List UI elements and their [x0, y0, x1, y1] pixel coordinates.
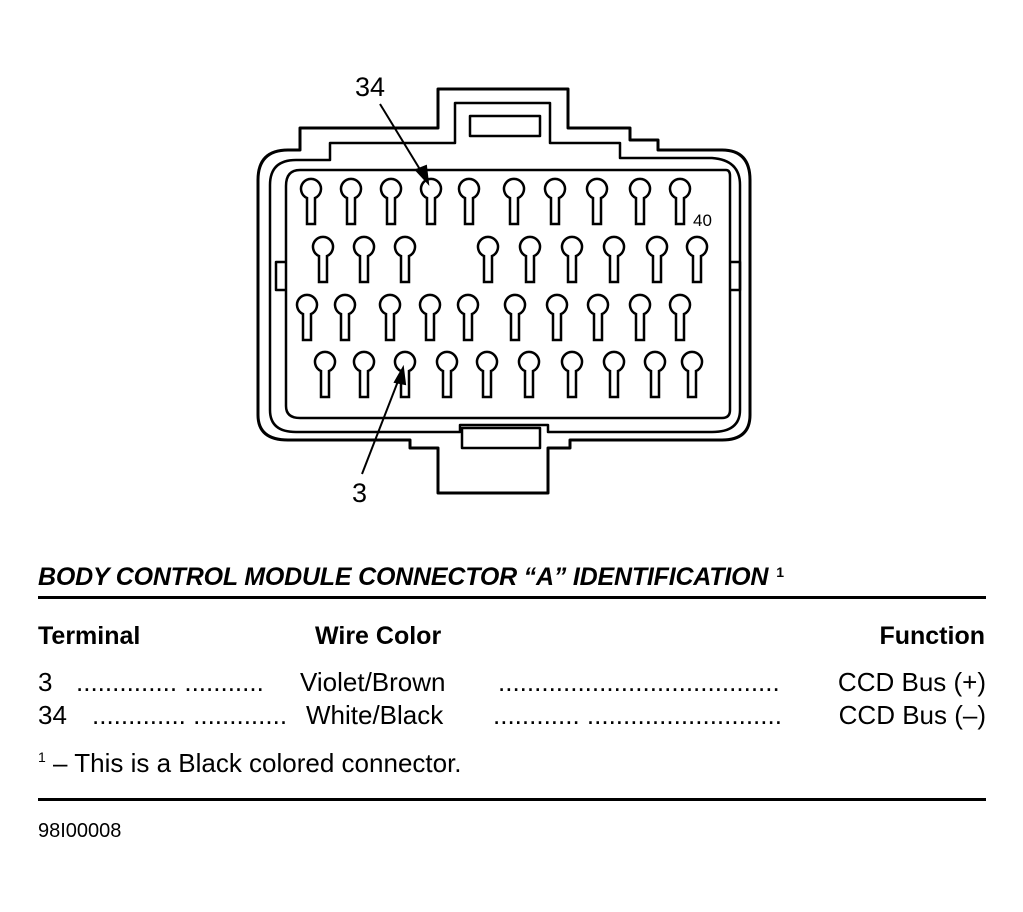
callout-3-arrowhead	[393, 364, 407, 386]
terminal-cavity	[685, 235, 709, 284]
function-cell: CCD Bus (–)	[838, 700, 986, 730]
terminal-cavity	[517, 350, 541, 399]
terminal-cavity	[311, 235, 335, 284]
terminal-pins	[295, 177, 709, 399]
terminal-cavity	[379, 177, 403, 226]
connector-diagram	[256, 87, 752, 495]
terminal-cavity	[668, 293, 692, 342]
footnote-text: – This is a Black colored connector.	[45, 748, 462, 778]
terminal-cavity	[475, 350, 499, 399]
terminal-cavity	[418, 293, 442, 342]
terminal-cavity	[476, 235, 500, 284]
terminal-cavity	[352, 235, 376, 284]
bottom-latch-window	[460, 426, 542, 450]
terminal-cavity	[393, 350, 417, 399]
terminal-cavity	[643, 350, 667, 399]
terminal-cavity	[457, 177, 481, 226]
footnote: 1 – This is a Black colored connector.	[38, 748, 462, 779]
terminal-cavity	[628, 177, 652, 226]
terminal-cavity	[503, 293, 527, 342]
terminal-cavity	[435, 350, 459, 399]
table-row: 3 .............. ........... Violet/Brow…	[38, 667, 986, 699]
top-latch-window	[468, 114, 542, 138]
terminal-cavity	[680, 350, 704, 399]
figure-id: 98I00008	[38, 820, 122, 842]
title-rule	[38, 596, 986, 599]
terminal-cavity	[585, 177, 609, 226]
title-footnote-mark: 1	[776, 564, 784, 580]
terminal-cavity	[456, 293, 480, 342]
callout-3-leader	[361, 375, 401, 475]
wire-color-cell: White/Black	[306, 700, 444, 730]
terminal-cavity	[560, 235, 584, 284]
terminal-cavity	[393, 235, 417, 284]
terminal-cavity	[668, 177, 692, 226]
terminal-cavity	[628, 293, 652, 342]
callout-label-34: 34	[355, 72, 386, 102]
table-title: BODY CONTROL MODULE CONNECTOR “A” IDENTI…	[38, 563, 784, 592]
terminal-cavity	[560, 350, 584, 399]
footnote-mark: 1	[38, 749, 46, 765]
terminal-cavity	[602, 350, 626, 399]
connector-outer-shell	[256, 87, 752, 495]
terminal-cavity	[333, 293, 357, 342]
terminal-cavity	[543, 177, 567, 226]
connector-inner-wall	[268, 101, 742, 434]
callout-label-3: 3	[352, 478, 368, 508]
terminal-cavity	[313, 350, 337, 399]
pin-40-label: 40	[693, 211, 712, 230]
table-row: 34 ............. ............. White/Bla…	[38, 700, 986, 732]
terminal-cavity	[299, 177, 323, 226]
terminal-cavity	[502, 177, 526, 226]
terminal-cell: 34	[38, 700, 67, 730]
left-notch	[274, 260, 286, 292]
leader-dots: ............. .............	[92, 700, 288, 730]
terminal-cavity	[352, 350, 376, 399]
leader-dots: .............. ...........	[76, 667, 264, 697]
terminal-cavity	[602, 235, 626, 284]
right-notch	[730, 260, 742, 292]
table-title-text: BODY CONTROL MODULE CONNECTOR “A” IDENTI…	[38, 563, 769, 591]
header-function: Function	[879, 622, 985, 650]
terminal-cavity	[378, 293, 402, 342]
callout-34-arrowhead	[414, 164, 430, 186]
wire-color-cell: Violet/Brown	[300, 667, 446, 697]
terminal-cavity	[545, 293, 569, 342]
terminal-cell: 3	[38, 667, 53, 697]
function-cell: CCD Bus (+)	[837, 667, 986, 697]
header-terminal: Terminal	[38, 622, 141, 650]
header-wire-color: Wire Color	[315, 622, 442, 650]
terminal-cavity	[295, 293, 319, 342]
terminal-cavity	[645, 235, 669, 284]
terminal-cavity	[339, 177, 363, 226]
leader-dots: .......................................	[498, 667, 780, 697]
terminal-cavity	[586, 293, 610, 342]
bottom-rule	[38, 798, 986, 801]
connector-cavity	[284, 168, 732, 420]
callout-34-leader	[379, 103, 425, 177]
terminal-cavity	[419, 177, 443, 226]
terminal-cavity	[518, 235, 542, 284]
leader-dots: ............ ...........................	[493, 700, 782, 730]
